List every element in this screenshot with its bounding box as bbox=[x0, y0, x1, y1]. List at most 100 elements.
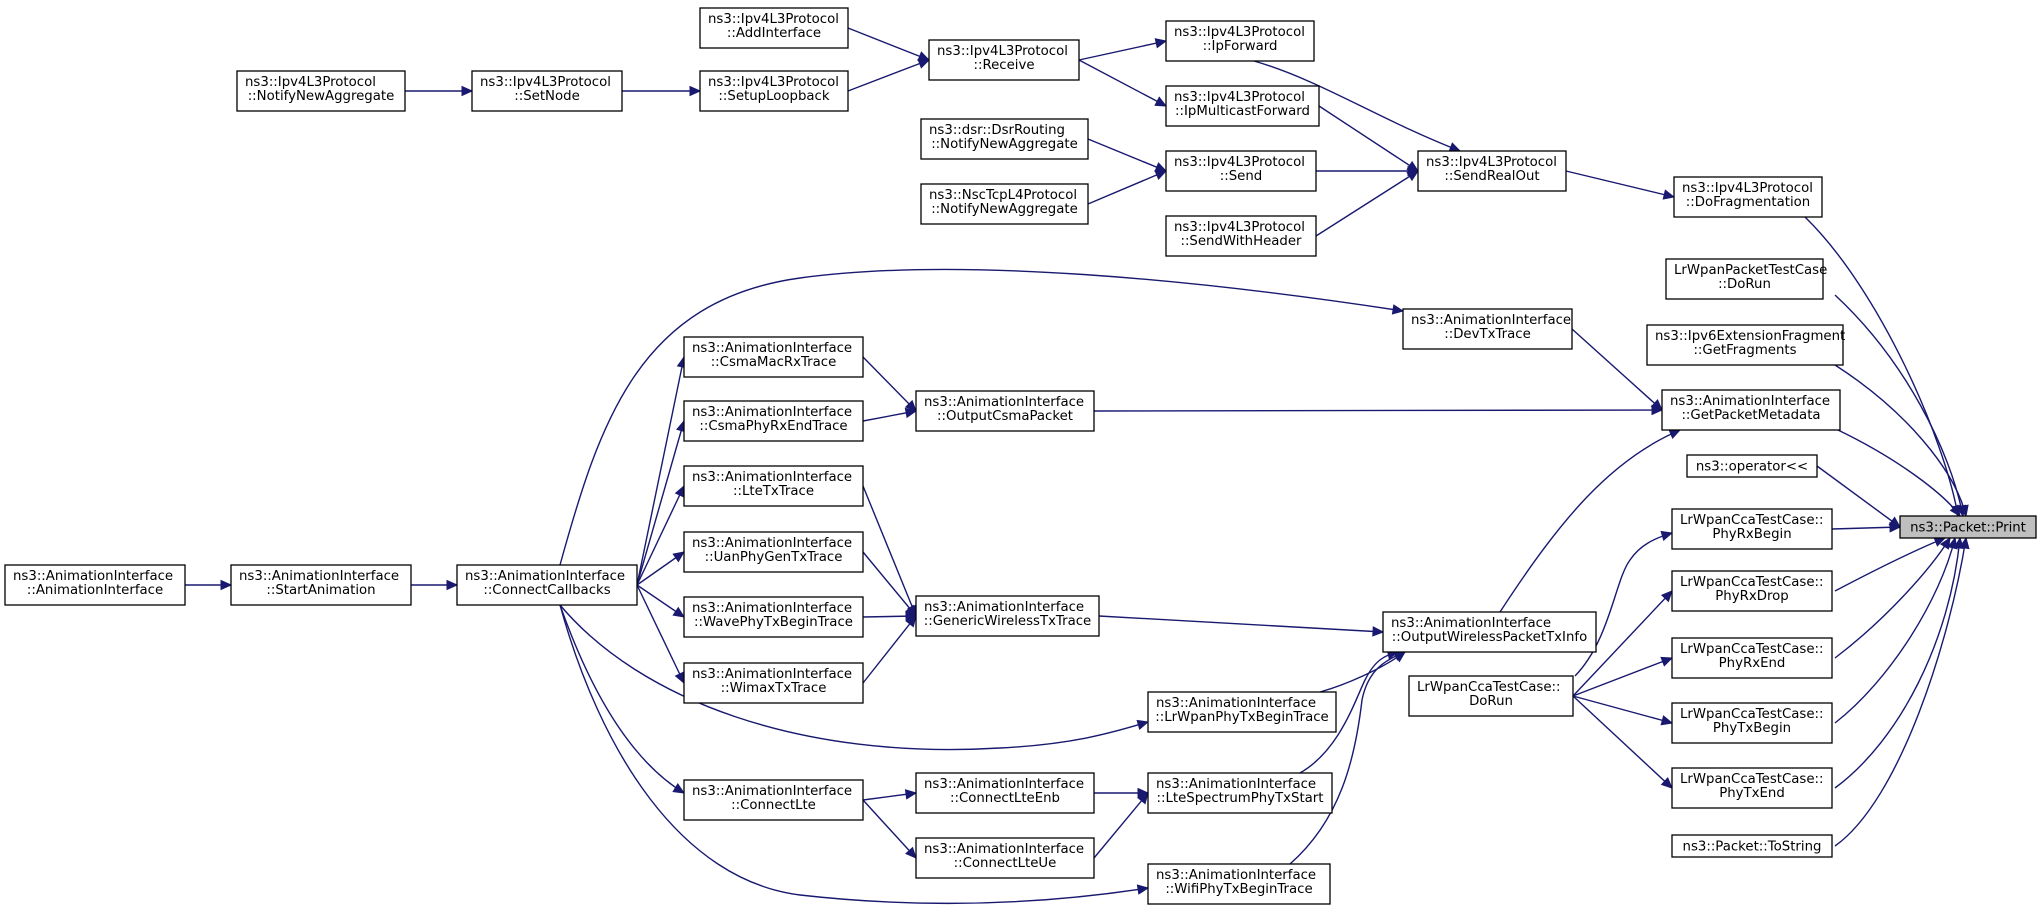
node-label-line: ns3::AnimationInterface bbox=[692, 784, 852, 799]
node-ns3-animationinterface-devtxtrace[interactable]: ns3::AnimationInterface::DevTxTrace bbox=[1402, 308, 1573, 350]
node-label-line: ns3::AnimationInterface bbox=[1156, 777, 1316, 792]
arrowhead bbox=[1154, 162, 1168, 172]
edge-n16-to-n0 bbox=[1837, 429, 1961, 517]
node-label-line: ::NotifyNewAggregate bbox=[931, 137, 1078, 152]
node-label-line: ns3::AnimationInterface bbox=[1391, 616, 1551, 631]
node-label-line: ns3::Packet::Print bbox=[1910, 521, 2026, 536]
node-ns3-ipv4l3protocol-addinterface[interactable]: ns3::Ipv4L3Protocol::AddInterface bbox=[699, 7, 849, 49]
node-box bbox=[699, 7, 849, 49]
node-ns3-nsctcpl4protocol-notifynewaggregate[interactable]: ns3::NscTcpL4Protocol::NotifyNewAggregat… bbox=[920, 183, 1089, 225]
node-label-line: ::IpForward bbox=[1203, 39, 1278, 54]
node-label-line: ::GetFragments bbox=[1693, 343, 1796, 358]
node-box bbox=[1686, 454, 1818, 478]
node-box bbox=[1646, 324, 1844, 366]
node-label-line: ::CsmaPhyRxEndTrace bbox=[699, 419, 847, 434]
node-ns3-animationinterface-wifiphytxbegintrace[interactable]: ns3::AnimationInterface::WifiPhyTxBeginT… bbox=[1147, 863, 1331, 905]
edge-line bbox=[862, 356, 917, 412]
node-ns3-animationinterface-csmamacrxtrace[interactable]: ns3::AnimationInterface::CsmaMacRxTrace bbox=[683, 336, 864, 378]
arrowhead bbox=[904, 407, 918, 419]
node-ns3-animationinterface-wimaxtxtrace[interactable]: ns3::AnimationInterface::WimaxTxTrace bbox=[683, 662, 864, 704]
node-ns3-ipv4l3protocol-ipmulticastforward[interactable]: ns3::Ipv4L3Protocol::IpMulticastForward bbox=[1165, 85, 1320, 127]
edge-n9-to-n2 bbox=[1318, 105, 1420, 172]
node-label-line: ::SendRealOut bbox=[1444, 169, 1539, 184]
node-ns3-packet-tostring[interactable]: ns3::Packet::ToString bbox=[1671, 834, 1833, 858]
node-ns3-ipv4l3protocol-send[interactable]: ns3::Ipv4L3Protocol::Send bbox=[1165, 150, 1317, 192]
node-ns3-ipv6extensionfragment-getfragments[interactable]: ns3::Ipv6ExtensionFragment::GetFragments bbox=[1646, 324, 1845, 366]
node-label-line: ns3::Ipv4L3Protocol bbox=[1426, 155, 1557, 170]
arrowhead bbox=[1662, 189, 1676, 200]
node-lrwpanccatestcase-phyrxdrop[interactable]: LrWpanCcaTestCase::PhyRxDrop bbox=[1671, 570, 1833, 612]
node-ns3-animationinterface-ltetxtrace[interactable]: ns3::AnimationInterface::LteTxTrace bbox=[683, 465, 864, 507]
node-ns3-animationinterface-wavephytxbegintrace[interactable]: ns3::AnimationInterface::WavePhyTxBeginT… bbox=[683, 596, 864, 638]
node-box bbox=[683, 465, 864, 507]
node-ns3-operator[interactable]: ns3::operator<< bbox=[1686, 454, 1818, 478]
node-box bbox=[920, 118, 1089, 160]
node-ns3-dsr-dsrrouting-notifynewaggregate[interactable]: ns3::dsr::DsrRouting::NotifyNewAggregate bbox=[920, 118, 1089, 160]
edge-line bbox=[1093, 792, 1149, 859]
node-ns3-animationinterface-connectlte[interactable]: ns3::AnimationInterface::ConnectLte bbox=[683, 779, 864, 821]
edge-n24-to-n16 bbox=[1499, 429, 1682, 613]
node-ns3-animationinterface-lrwpanphytxbegintrace[interactable]: ns3::AnimationInterface::LrWpanPhyTxBegi… bbox=[1147, 691, 1337, 733]
arrowhead bbox=[905, 615, 917, 628]
arrowhead bbox=[1660, 590, 1673, 603]
arrowhead bbox=[1372, 626, 1385, 637]
arrowhead bbox=[1448, 142, 1462, 153]
node-lrwpanccatestcase-phyrxend[interactable]: LrWpanCcaTestCase::PhyRxEnd bbox=[1671, 637, 1833, 679]
node-ns3-ipv4l3protocol-receive[interactable]: ns3::Ipv4L3Protocol::Receive bbox=[928, 39, 1080, 81]
edge-line bbox=[559, 604, 1149, 751]
node-lrwpanccatestcase-dorun[interactable]: LrWpanCcaTestCase::DoRun bbox=[1408, 675, 1574, 717]
node-ns3-animationinterface-connectlteenb[interactable]: ns3::AnimationInterface::ConnectLteEnb bbox=[915, 772, 1095, 814]
node-ns3-animationinterface-genericwirelesstxtrace[interactable]: ns3::AnimationInterface::GenericWireless… bbox=[915, 595, 1100, 637]
node-ns3-ipv4l3protocol-sendrealout[interactable]: ns3::Ipv4L3Protocol::SendRealOut bbox=[1417, 150, 1567, 192]
node-box bbox=[1673, 176, 1823, 218]
edge-line bbox=[1253, 60, 1461, 152]
node-box bbox=[1147, 691, 1337, 733]
node-lrwpanpackettestcase-dorun[interactable]: LrWpanPacketTestCase::DoRun bbox=[1665, 258, 1827, 300]
arrowhead bbox=[674, 671, 685, 685]
edge-line bbox=[1318, 105, 1419, 172]
node-box bbox=[1671, 570, 1833, 612]
node-ns3-ipv4l3protocol-ipforward[interactable]: ns3::Ipv4L3Protocol::IpForward bbox=[1165, 20, 1315, 62]
arrowhead bbox=[689, 85, 702, 97]
node-ns3-animationinterface-uanphygentxtrace[interactable]: ns3::AnimationInterface::UanPhyGenTxTrac… bbox=[683, 531, 864, 573]
node-label-line: LrWpanCcaTestCase:: bbox=[1680, 642, 1823, 657]
edge-n18-to-n30 bbox=[559, 604, 1150, 751]
node-ns3-animationinterface-animationinterface[interactable]: ns3::AnimationInterface::AnimationInterf… bbox=[4, 564, 186, 606]
edge-n18-to-n33 bbox=[559, 604, 686, 794]
edge-line bbox=[1572, 590, 1673, 697]
node-lrwpanccatestcase-phyrxbegin[interactable]: LrWpanCcaTestCase::PhyRxBegin bbox=[1671, 508, 1833, 550]
node-box bbox=[1899, 515, 2037, 539]
edge-n19-to-n18 bbox=[411, 579, 459, 591]
node-label-line: ::StartAnimation bbox=[266, 583, 375, 598]
node-label-line: ns3::AnimationInterface bbox=[692, 470, 852, 485]
node-label-line: ns3::AnimationInterface bbox=[692, 601, 852, 616]
node-ns3-ipv4l3protocol-notifynewaggregate[interactable]: ns3::Ipv4L3Protocol::NotifyNewAggregate bbox=[236, 70, 406, 112]
node-ns3-animationinterface-outputwirelesspackettxinfo[interactable]: ns3::AnimationInterface::OutputWirelessP… bbox=[1382, 611, 1597, 653]
node-ns3-packet-print[interactable]: ns3::Packet::Print bbox=[1899, 515, 2037, 539]
arrowhead bbox=[461, 85, 474, 97]
edge-line bbox=[862, 615, 917, 684]
node-ns3-ipv4l3protocol-dofragmentation[interactable]: ns3::Ipv4L3Protocol::DoFragmentation bbox=[1673, 176, 1823, 218]
node-box bbox=[683, 336, 864, 378]
edge-line bbox=[1804, 216, 1959, 517]
node-ns3-animationinterface-connectcallbacks[interactable]: ns3::AnimationInterface::ConnectCallback… bbox=[456, 564, 638, 606]
node-ns3-animationinterface-outputcsmapacket[interactable]: ns3::AnimationInterface::OutputCsmaPacke… bbox=[915, 390, 1095, 432]
edge-line bbox=[1499, 429, 1681, 613]
node-ns3-ipv4l3protocol-setnode[interactable]: ns3::Ipv4L3Protocol::SetNode bbox=[471, 70, 623, 112]
node-lrwpanccatestcase-phytxbegin[interactable]: LrWpanCcaTestCase::PhyTxBegin bbox=[1671, 702, 1833, 744]
node-ns3-ipv4l3protocol-setuploopback[interactable]: ns3::Ipv4L3Protocol::SetupLoopback bbox=[699, 70, 849, 112]
node-box bbox=[699, 70, 849, 112]
node-box bbox=[236, 70, 406, 112]
node-ns3-animationinterface-csmaphyrxendtrace[interactable]: ns3::AnimationInterface::CsmaPhyRxEndTra… bbox=[683, 400, 864, 442]
node-ns3-ipv4l3protocol-sendwithheader[interactable]: ns3::Ipv4L3Protocol::SendWithHeader bbox=[1165, 215, 1317, 257]
edge-line bbox=[1837, 429, 1961, 517]
edge-n7-to-n6 bbox=[622, 85, 702, 97]
arrowhead bbox=[1154, 96, 1168, 107]
edge-n35-to-n24 bbox=[1289, 651, 1407, 865]
node-ns3-animationinterface-getpacketmetadata[interactable]: ns3::AnimationInterface::GetPacketMetada… bbox=[1661, 389, 1841, 431]
node-ns3-animationinterface-ltespectrumphytxstart[interactable]: ns3::AnimationInterface::LteSpectrumPhyT… bbox=[1147, 772, 1333, 814]
node-label-line: ns3::AnimationInterface bbox=[1156, 696, 1316, 711]
node-ns3-animationinterface-startanimation[interactable]: ns3::AnimationInterface::StartAnimation bbox=[230, 564, 412, 606]
node-ns3-animationinterface-connectlteue[interactable]: ns3::AnimationInterface::ConnectLteUe bbox=[915, 837, 1095, 879]
node-lrwpanccatestcase-phytxend[interactable]: LrWpanCcaTestCase::PhyTxEnd bbox=[1671, 767, 1833, 809]
